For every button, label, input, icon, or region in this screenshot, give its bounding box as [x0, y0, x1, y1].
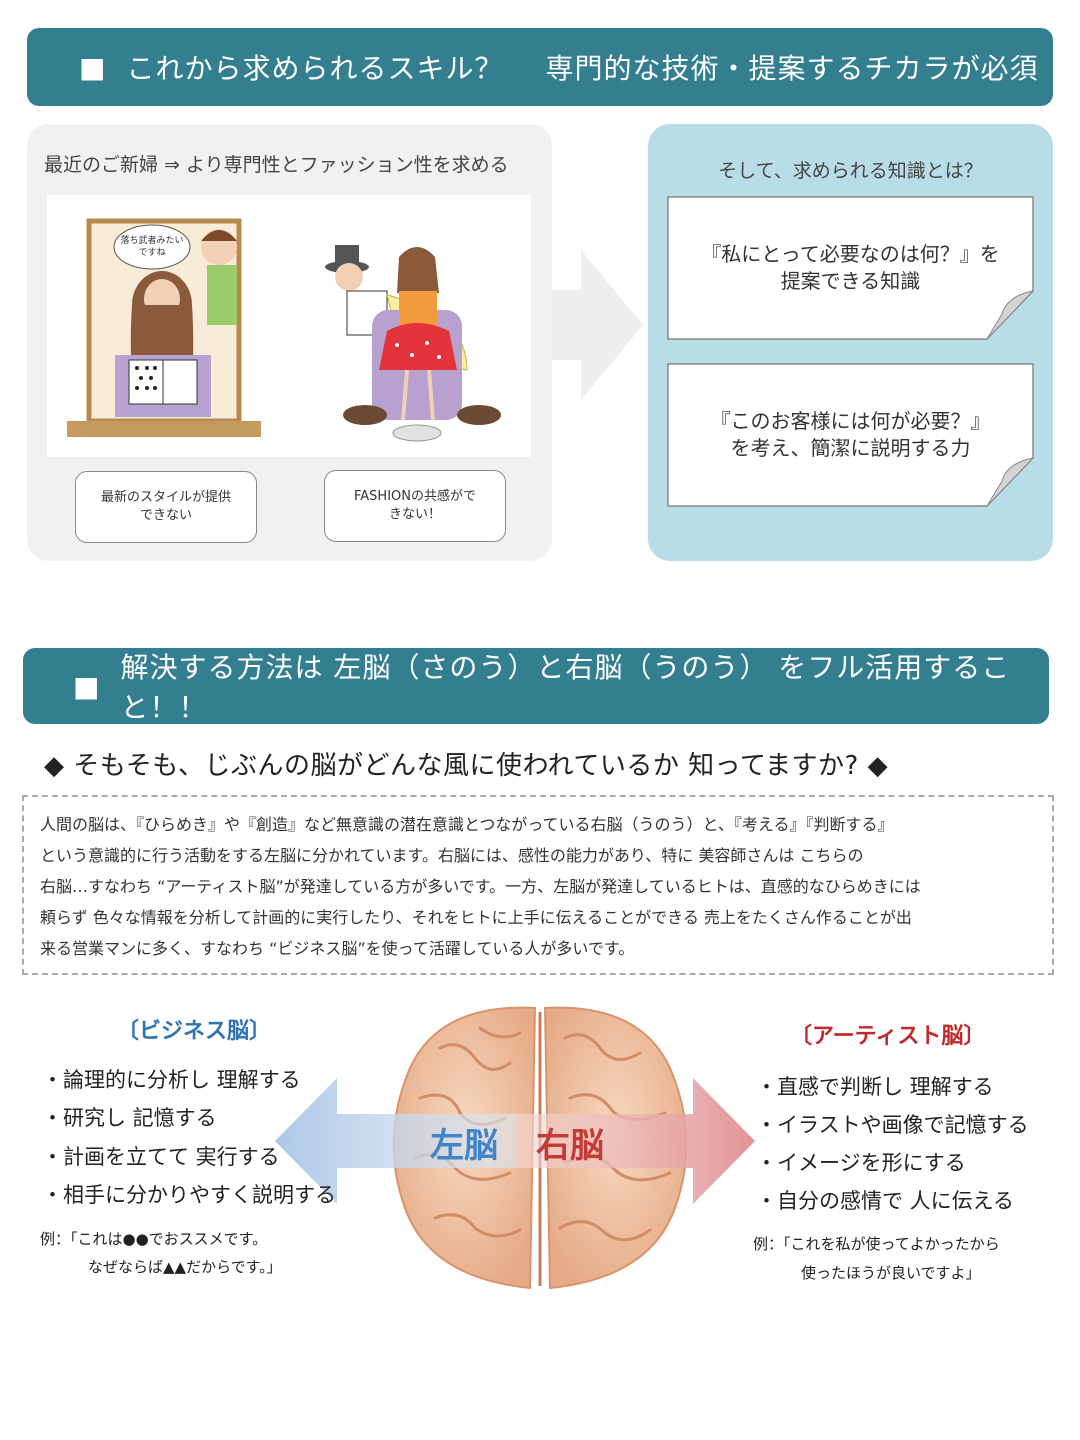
question-heading: ◆ そもそも、じぶんの脳がどんな風に使われているか 知ってますか? ◆ — [44, 751, 889, 781]
speech2-line2: きない！ — [388, 507, 441, 522]
note1-line2: 提案できる知識 — [780, 269, 921, 293]
square-bullet-icon: ■ — [79, 50, 107, 84]
business-item: ・計画を立てて 実行する — [42, 1145, 280, 1169]
business-item: ・論理的に分析し 理解する — [42, 1068, 301, 1092]
artist-item: ・直感で判断し 理解する — [756, 1075, 994, 1099]
left-right-arrows — [275, 1078, 755, 1204]
right-panel-caption: そして、求められる知識とは？ — [718, 160, 983, 182]
business-example-line2: なぜならば▲▲だからです。」 — [88, 1258, 282, 1276]
business-example-line1: 例：「これは●●でおススメです。 — [40, 1230, 268, 1248]
artist-example-line1: 例：「これを私が使ってよかったから — [753, 1235, 1000, 1253]
note-paper-icon — [667, 363, 1034, 507]
note-paper-icon — [667, 196, 1034, 340]
speech1-line1: 最新のスタイルが提供 — [100, 490, 231, 505]
right-panel: そして、求められる知識とは？ 『私にとって必要なのは何？』を 提案できる知識 『… — [648, 124, 1053, 561]
artist-item: ・イラストや画像で記憶する — [756, 1113, 1029, 1137]
knowledge-note-1: 『私にとって必要なのは何？』を 提案できる知識 — [667, 196, 1034, 340]
business-brain-heading: 〔ビジネス脳〕 — [117, 1019, 272, 1044]
note1-line1: 『私にとって必要なのは何？』を — [701, 242, 1000, 266]
header-title: これから求められるスキル？ — [126, 52, 504, 85]
speech-box-latest-style: 最新のスタイルが提供 できない — [75, 471, 257, 543]
paragraph-line: 来る営業マンに多く、すなわち “ビジネス脳”を使って活躍している人が多いです。 — [40, 939, 635, 958]
right-brain-label: 右脳 — [536, 1126, 604, 1166]
note2-line1: 『このお客様には何が必要？』 — [710, 409, 991, 433]
left-brain-label: 左脳 — [430, 1126, 498, 1166]
left-arrow-icon — [275, 1078, 515, 1204]
section-header-skills: ■ これから求められるスキル？ 専門的な技術・提案するチカラが必須 — [27, 28, 1053, 106]
speech1-line2: できない — [139, 508, 192, 523]
paragraph-line: 人間の脳は、『ひらめき』や『創造』など無意識の潜在意識とつながっている右脳（うの… — [40, 815, 894, 834]
left-panel: 最近のご新婦 ⇒ より専門性とファッション性を求める 落ち武者みた — [27, 124, 552, 561]
paragraph-line: 頼らず 色々な情報を分析して計画的に実行したり、それをヒトに上手に伝えることがで… — [40, 908, 912, 927]
section-header-solution: ■ 解決する方法は 左脳（さのう）と右脳（うのう） をフル活用すること！！ — [23, 648, 1049, 724]
artist-item: ・イメージを形にする — [756, 1151, 966, 1175]
header-title: 解決する方法は 左脳（さのう）と右脳（うのう） をフル活用すること！！ — [120, 651, 1011, 724]
artist-example-line2: 使ったほうが良いですよ」 — [801, 1264, 981, 1282]
right-arrow-icon — [551, 250, 643, 400]
note2-line2: を考え、簡潔に説明する力 — [730, 436, 971, 460]
left-panel-caption: 最近のご新婦 ⇒ より専門性とファッション性を求める — [44, 154, 509, 176]
artist-brain-heading: 〔アーティスト脳〕 — [790, 1024, 986, 1049]
business-item: ・相手に分かりやすく説明する — [42, 1183, 336, 1207]
square-bullet-icon: ■ — [73, 669, 101, 703]
header-subtitle: 専門的な技術・提案するチカラが必須 — [545, 52, 1039, 85]
speech2-line1: FASHIONの共感がで — [354, 489, 476, 504]
knowledge-note-2: 『このお客様には何が必要？』 を考え、簡潔に説明する力 — [667, 363, 1034, 507]
speech-box-fashion: FASHIONの共感がで きない！ — [324, 470, 506, 542]
business-item: ・研究し 記憶する — [42, 1106, 217, 1130]
explanation-box: 人間の脳は、『ひらめき』や『創造』など無意識の潜在意識とつながっている右脳（うの… — [22, 795, 1054, 975]
bubble-text-2: ですね — [138, 247, 165, 258]
paragraph-line: という意識的に行う活動をする左脳に分かれています。右脳には、感性の能力があり、特… — [40, 846, 864, 865]
bubble-text-1: 落ち武者みたい — [120, 234, 183, 246]
stylist-illustrations: 落ち武者みたい ですね — [67, 218, 501, 442]
artist-item: ・自分の感情で 人に伝える — [756, 1189, 1015, 1213]
right-arrow-icon — [515, 1078, 755, 1204]
illustration-area: 落ち武者みたい ですね — [47, 195, 531, 457]
paragraph-line: 右脳…すなわち “アーティスト脳”が発達している方が多いです。一方、左脳が発達し… — [40, 877, 921, 896]
